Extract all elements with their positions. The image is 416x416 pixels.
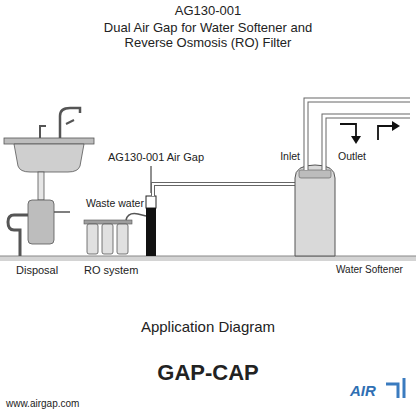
sprayer (40, 126, 46, 138)
faucet (60, 108, 80, 138)
disposal-unit (28, 200, 54, 244)
softener-tank (295, 165, 335, 256)
ro-canister (117, 224, 128, 254)
website: www.airgap.com (6, 398, 79, 410)
part-label: RO system (84, 264, 138, 277)
faucet-handle (66, 120, 74, 124)
air-gap-cap (146, 196, 156, 208)
flow-label: Waste water (86, 197, 144, 209)
air-gap-standpipe (146, 208, 156, 256)
part-label: Disposal (16, 264, 58, 277)
ro-canister (102, 224, 113, 254)
ro-canister (87, 224, 98, 254)
arrowhead (392, 121, 400, 131)
part-label: Water Softener (336, 264, 403, 276)
logo-text: AIR (350, 382, 376, 399)
callout-label: AG130-001 Air Gap (108, 151, 204, 164)
port-label: Inlet (280, 150, 300, 162)
outlet-pipe-outer (324, 116, 410, 170)
subtitle: Dual Air Gap for Water Softener and Reve… (92, 21, 324, 51)
title: AG130-001 (175, 4, 242, 19)
logo-gap-mark (386, 378, 404, 398)
caption: Application Diagram (141, 318, 275, 335)
drain-pipe-inner (153, 184, 295, 196)
product-name: GAP-CAP (157, 360, 258, 385)
outlet-pipe-inner (324, 116, 410, 170)
port-label: Outlet (338, 150, 366, 162)
ro-bracket (84, 220, 132, 224)
floor-shelf (0, 256, 416, 261)
softener-head (299, 170, 331, 178)
drain-pipe-outer (153, 184, 295, 196)
drain-pipe (38, 172, 44, 200)
sink-basin (14, 144, 84, 172)
inlet-flow-arrow (340, 124, 356, 138)
waste-water-line (126, 214, 146, 220)
p-trap (8, 215, 28, 256)
arrowhead (351, 136, 361, 144)
countertop (4, 138, 94, 144)
inlet-pipe-outer (306, 100, 410, 170)
disposal-inlet (54, 211, 70, 213)
floor-line (0, 256, 416, 257)
inlet-pipe-inner (306, 100, 410, 170)
outlet-flow-arrow (378, 126, 394, 140)
